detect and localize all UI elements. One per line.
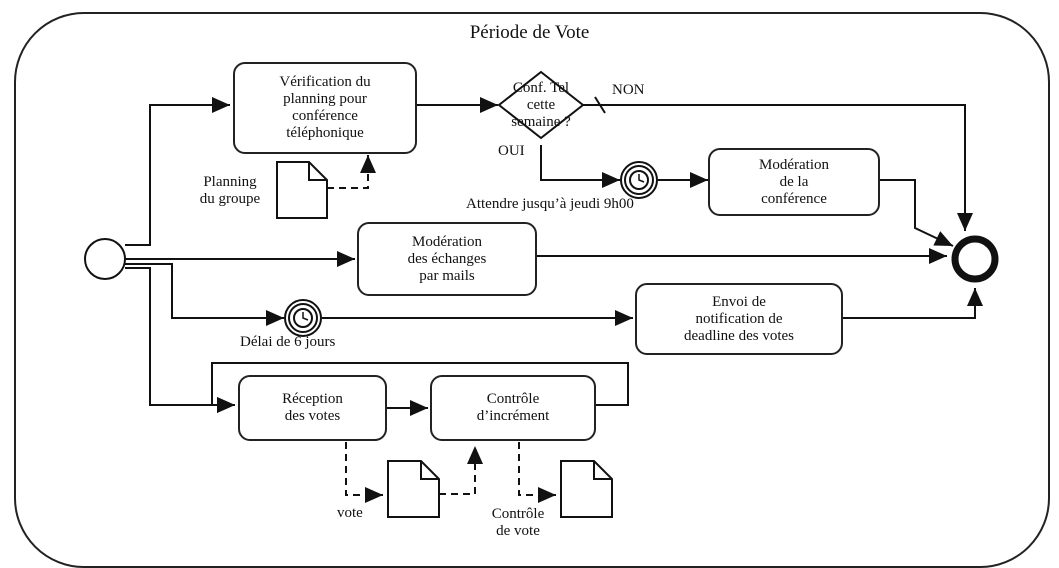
gateway-yes-label: OUI <box>498 143 525 159</box>
flow-start-delai <box>125 263 284 326</box>
default-flow-marker <box>594 96 606 114</box>
task-verification-label: Vérification du planning pour conférence… <box>279 74 371 141</box>
flow-start-reception <box>125 267 235 413</box>
task-envoi-notification-label: Envoi de notification de deadline des vo… <box>684 293 794 344</box>
assoc-controle-doc <box>518 442 556 503</box>
assoc-reception-vote <box>345 442 383 503</box>
pool-title: Période de Vote <box>469 22 590 43</box>
end-event[interactable] <box>951 235 999 283</box>
flow-envoi-end <box>843 288 983 319</box>
decision-gateway[interactable] <box>497 70 585 140</box>
task-envoi-notification[interactable]: Envoi de notification de deadline des vo… <box>635 283 843 355</box>
assoc-vote-controle <box>439 446 483 495</box>
task-moderation-mails[interactable]: Modération des échanges par mails <box>357 222 537 296</box>
timer-jeudi-label: Attendre jusqu’à jeudi 9h00 <box>466 196 634 212</box>
task-moderation-conference-label: Modération de la conférence <box>759 156 829 207</box>
flow-gateway-non <box>583 104 973 231</box>
gateway-no-label: NON <box>612 82 645 98</box>
task-moderation-conference[interactable]: Modération de la conférence <box>708 148 880 216</box>
flow-loop <box>211 362 629 413</box>
flow-conference-end <box>880 179 954 247</box>
controle-vote-doc-icon <box>560 460 613 518</box>
task-moderation-mails-label: Modération des échanges par mails <box>407 233 487 284</box>
task-controle-increment-label: Contrôle d’incrément <box>476 391 550 424</box>
controle-vote-doc-label: Contrôle de vote <box>491 506 545 539</box>
flow-start-verification <box>125 97 230 246</box>
planning-doc-label: Planning du groupe <box>199 174 261 207</box>
planning-doc-icon <box>276 161 328 219</box>
timer-delai-label: Délai de 6 jours <box>240 334 336 350</box>
task-reception-votes[interactable]: Réception des votes <box>238 375 387 441</box>
flow-gateway-oui <box>540 145 620 188</box>
vote-doc-icon <box>387 460 440 518</box>
assoc-planning-verification <box>327 155 376 189</box>
start-event[interactable] <box>84 238 126 280</box>
task-reception-votes-label: Réception des votes <box>282 391 343 424</box>
task-controle-increment[interactable]: Contrôle d’incrément <box>430 375 596 441</box>
task-verification[interactable]: Vérification du planning pour conférence… <box>233 62 417 154</box>
vote-doc-label: vote <box>337 505 363 521</box>
gateway-question: Conf. Tel cette semaine ? <box>511 80 571 130</box>
